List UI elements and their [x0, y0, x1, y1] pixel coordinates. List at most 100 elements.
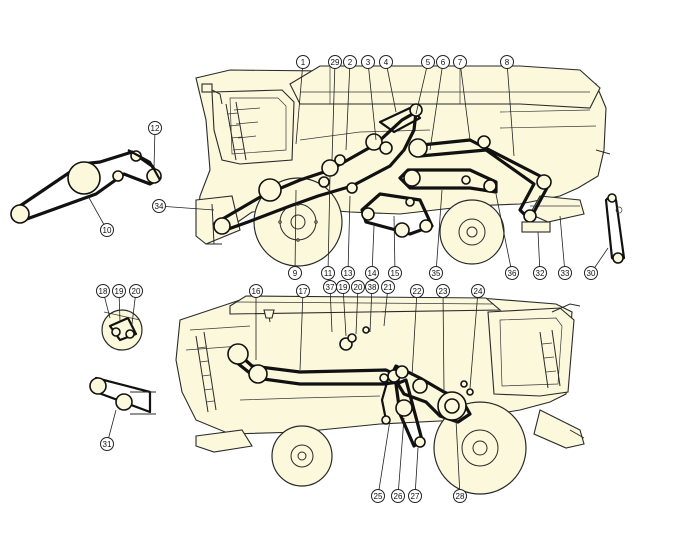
callout-circle — [500, 55, 514, 69]
callout-17: 17 — [296, 284, 310, 298]
callout-8: 8 — [500, 55, 514, 69]
callout-circle — [288, 266, 302, 280]
callout-number: 27 — [411, 492, 420, 501]
callout-36: 36 — [505, 266, 519, 280]
callout-leader-31 — [108, 409, 117, 438]
callout-1: 1 — [296, 55, 310, 69]
callout-circle — [341, 266, 355, 280]
callout-circle — [100, 437, 114, 451]
callout-number: 35 — [432, 269, 441, 278]
callout-circle — [558, 266, 572, 280]
callout-22: 22 — [410, 284, 424, 298]
callout-number: 37 — [326, 283, 335, 292]
callout-circle — [436, 284, 450, 298]
callout-number: 19 — [339, 283, 348, 292]
callout-circle — [148, 121, 162, 135]
callout-circle — [471, 284, 485, 298]
callout-circle — [388, 266, 402, 280]
callout-3: 3 — [361, 55, 375, 69]
callout-number: 8 — [505, 58, 510, 67]
callout-number: 9 — [293, 269, 298, 278]
bottom-combine-pulleys — [227, 326, 474, 448]
callout-circle — [321, 266, 335, 280]
callout-27: 27 — [408, 489, 422, 503]
detail-18-19-20 — [101, 309, 143, 351]
callout-circle — [505, 266, 519, 280]
callout-number: 29 — [331, 58, 340, 67]
callout-number: 38 — [368, 283, 377, 292]
callout-number: 33 — [561, 269, 570, 278]
callout-number: 21 — [384, 283, 393, 292]
callout-19: 19 — [336, 280, 350, 294]
callout-leader-26 — [398, 417, 405, 490]
callout-number: 34 — [155, 202, 164, 211]
callout-7: 7 — [453, 55, 467, 69]
callout-leader-19 — [118, 297, 121, 323]
callout-4: 4 — [379, 55, 393, 69]
callout-circle — [584, 266, 598, 280]
callout-leader-8 — [507, 68, 515, 157]
callout-14: 14 — [365, 266, 379, 280]
callout-number: 15 — [391, 269, 400, 278]
callout-circle — [410, 284, 424, 298]
callout-leader-12 — [153, 134, 156, 169]
callout-number: 3 — [366, 58, 371, 67]
callout-leader-25 — [378, 419, 391, 490]
callout-leader-6 — [429, 68, 443, 151]
callout-circle — [381, 280, 395, 294]
callout-leader-17 — [299, 297, 304, 371]
callout-19: 19 — [112, 284, 126, 298]
callout-circle — [533, 266, 547, 280]
callout-number: 26 — [394, 492, 403, 501]
callout-circle — [429, 266, 443, 280]
callout-number: 17 — [299, 287, 308, 296]
bottom-combine-front-wheel — [433, 401, 527, 495]
callout-leader-7 — [460, 68, 471, 141]
callout-circle — [453, 55, 467, 69]
callout-circle — [453, 489, 467, 503]
callout-leader-19 — [342, 293, 347, 337]
callout-leader-3 — [368, 68, 377, 141]
callout-circle — [371, 489, 385, 503]
callout-28: 28 — [453, 489, 467, 503]
callout-10: 10 — [100, 223, 114, 237]
callout-number: 5 — [426, 58, 431, 67]
callout-31: 31 — [100, 437, 114, 451]
callout-11: 11 — [321, 266, 335, 280]
callout-leader-24 — [469, 297, 478, 389]
callout-circle — [436, 55, 450, 69]
callout-number: 20 — [354, 283, 363, 292]
callout-circle — [129, 284, 143, 298]
callout-leader-23 — [442, 297, 445, 393]
callout-20: 20 — [129, 284, 143, 298]
callout-leader-1 — [295, 68, 303, 145]
callout-circle — [351, 280, 365, 294]
callout-number: 25 — [374, 492, 383, 501]
callout-number: 12 — [151, 124, 160, 133]
callout-circle — [152, 199, 166, 213]
callout-leader-20 — [131, 297, 136, 325]
callout-circle — [408, 489, 422, 503]
callout-circle — [336, 280, 350, 294]
callout-number: 28 — [456, 492, 465, 501]
callout-9: 9 — [288, 266, 302, 280]
callout-32: 32 — [533, 266, 547, 280]
callout-circle — [249, 284, 263, 298]
callout-number: 19 — [115, 287, 124, 296]
callout-leader-35 — [436, 189, 443, 267]
callout-number: 22 — [413, 287, 422, 296]
callout-37: 37 — [323, 280, 337, 294]
callout-circle — [365, 266, 379, 280]
callout-leader-34 — [165, 206, 215, 211]
callout-circle — [112, 284, 126, 298]
callout-number: 32 — [536, 269, 545, 278]
callout-leader-30 — [594, 247, 609, 268]
callout-circle — [296, 55, 310, 69]
callout-number: 18 — [99, 287, 108, 296]
detail-31 — [89, 376, 156, 415]
top-combine-rear-wheel — [439, 199, 505, 265]
callout-29: 29 — [328, 55, 342, 69]
callout-leader-13 — [347, 195, 351, 267]
